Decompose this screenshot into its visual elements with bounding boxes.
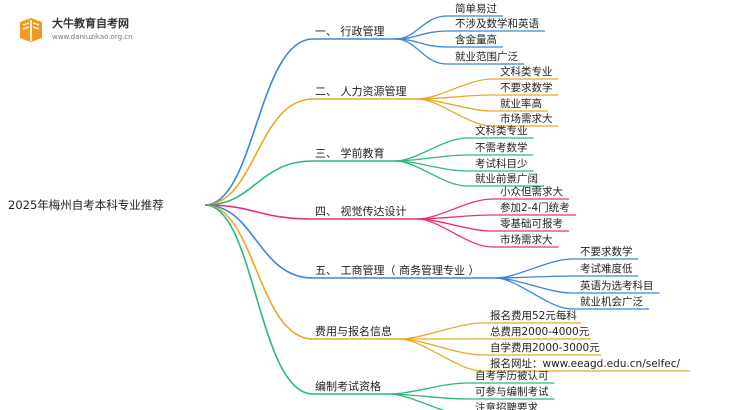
connector-branch-4-leaf-4	[417, 218, 493, 248]
leaf-topic-5-2[interactable]: 考试难度低	[580, 262, 633, 275]
connector-root-branch-5	[204, 204, 314, 279]
root-topic[interactable]: 2025年梅州自考本科专业推荐	[8, 198, 164, 212]
branch-topic-6[interactable]: 费用与报名信息	[315, 324, 392, 338]
branch-topic-7[interactable]: 编制考试资格	[315, 379, 381, 393]
connector-branch-7-leaf-3	[388, 393, 445, 410]
connector-branch-4-leaf-1	[417, 198, 493, 220]
connector-branch-7-leaf-1	[388, 382, 468, 395]
branch-topic-3[interactable]: 三、 学前教育	[315, 146, 385, 160]
book-logo-icon	[20, 18, 42, 42]
leaf-topic-3-3[interactable]: 考试科目少	[475, 157, 528, 170]
connector-branch-1-leaf-1	[395, 15, 448, 40]
leaf-topic-4-2[interactable]: 参加2-4门统考	[500, 201, 570, 214]
leaf-topic-7-2[interactable]: 可参与编制考试	[475, 385, 549, 398]
leaf-topic-2-4[interactable]: 市场需求大	[500, 112, 553, 125]
connector-root-branch-7	[204, 204, 314, 395]
connector-branch-6-leaf-1	[399, 322, 483, 340]
branch-topic-1[interactable]: 一、 行政管理	[315, 24, 385, 38]
leaf-topic-3-1[interactable]: 文科类专业	[475, 124, 528, 137]
connector-branch-5-leaf-4	[495, 277, 573, 310]
leaf-topic-5-1[interactable]: 不要求数学	[580, 245, 633, 258]
logo-site-url: www.daniuzikao.org.cn	[52, 33, 133, 41]
connector-branch-2-leaf-1	[417, 78, 493, 100]
leaf-topic-5-4[interactable]: 就业机会广泛	[580, 295, 643, 308]
leaf-topic-6-4[interactable]: 报名网址：www.eeagd.edu.cn/selfec/	[490, 357, 681, 370]
connector-root-branch-4	[204, 204, 314, 220]
connector-root-branch-6	[204, 204, 314, 340]
mind-map-connectors	[204, 15, 690, 410]
leaf-topic-5-3[interactable]: 英语为选考科目	[580, 279, 654, 292]
site-logo[interactable]: 大牛教育自考网 www.daniuzikao.org.cn	[16, 14, 176, 50]
leaf-topic-2-1[interactable]: 文科类专业	[500, 65, 553, 78]
leaf-topic-2-2[interactable]: 不要求数学	[500, 81, 553, 94]
leaf-topic-7-1[interactable]: 自考学历被认可	[475, 369, 549, 382]
connector-branch-6-leaf-4	[399, 338, 483, 372]
connector-branch-7-leaf-2	[388, 393, 468, 400]
leaf-topic-1-3[interactable]: 含金量高	[455, 33, 497, 46]
connector-branch-3-leaf-4	[395, 160, 468, 187]
connector-branch-3-leaf-2	[395, 154, 468, 162]
connector-branch-2-leaf-4	[417, 98, 493, 127]
connector-branch-1-leaf-4	[395, 38, 448, 65]
leaf-topic-4-3[interactable]: 零基础可报考	[500, 217, 563, 230]
leaf-topic-3-4[interactable]: 就业前景广阔	[475, 172, 538, 185]
leaf-topic-6-1[interactable]: 报名费用52元每科	[490, 309, 577, 322]
branch-topic-5[interactable]: 五、 工商管理（ 商务管理专业 ）	[315, 263, 480, 277]
connector-root-branch-1	[204, 38, 314, 206]
connector-root-branch-2	[204, 98, 314, 206]
logo-site-name: 大牛教育自考网	[52, 17, 129, 30]
leaf-topic-6-3[interactable]: 自学费用2000-3000元	[490, 341, 600, 354]
leaf-topic-1-2[interactable]: 不涉及数学和英语	[455, 17, 539, 30]
leaf-topic-2-3[interactable]: 就业率高	[500, 97, 542, 110]
branch-topic-2[interactable]: 二、 人力资源管理	[315, 84, 407, 98]
mind-map-nodes: 2025年梅州自考本科专业推荐 一、 行政管理 简单易过不涉及数学和英语含金量高就业…	[8, 2, 681, 410]
connector-root-branch-3	[204, 160, 314, 206]
leaf-topic-1-4[interactable]: 就业范围广泛	[455, 50, 518, 63]
leaf-topic-4-4[interactable]: 市场需求大	[500, 233, 553, 246]
leaf-topic-4-1[interactable]: 小众但需求大	[500, 185, 563, 198]
leaf-topic-6-2[interactable]: 总费用2000-4000元	[490, 325, 590, 338]
branch-topic-4[interactable]: 四、 视觉传达设计	[315, 204, 407, 218]
leaf-topic-1-1[interactable]: 简单易过	[455, 2, 497, 15]
connector-branch-5-leaf-1	[495, 258, 573, 279]
leaf-topic-7-3[interactable]: 注意招聘要求	[475, 401, 538, 410]
leaf-topic-3-2[interactable]: 不需考数学	[475, 141, 528, 154]
